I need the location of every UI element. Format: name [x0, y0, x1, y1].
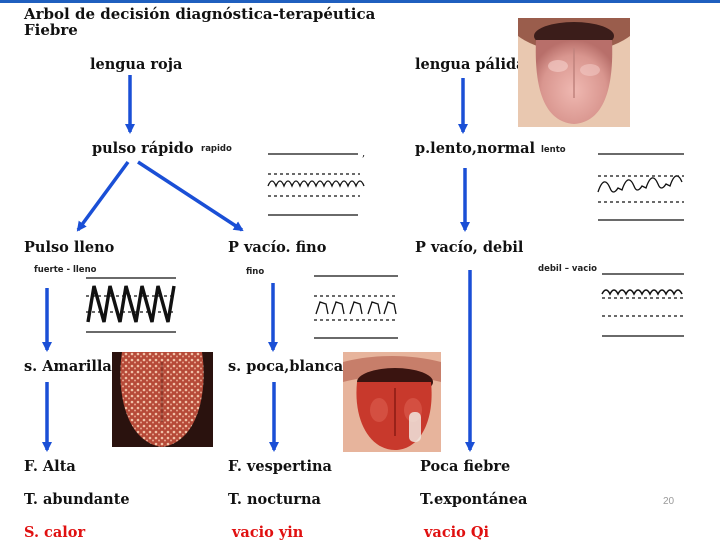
node-s-poca-blanca: s. poca,blanca [228, 358, 344, 375]
pulse-trace-rapido: , [267, 148, 365, 216]
node-p-lento-normal: p.lento,normal [415, 140, 535, 157]
node-t-nocturna: T. nocturna [228, 491, 321, 508]
node-t-expontanea: T.expontánea [420, 491, 528, 508]
yellow-coated-tongue-photo [112, 352, 213, 447]
node-pulso-lleno: Pulso lleno [24, 239, 115, 256]
pale-tongue-photo [518, 18, 630, 127]
node-lengua-palida: lengua pálida [415, 56, 526, 73]
pulse-label-lento: lento [541, 145, 566, 155]
pulse-label-fino: fino [246, 267, 265, 277]
pulse-label-rapido: rapido [201, 144, 232, 154]
node-t-abundante: T. abundante [24, 491, 130, 508]
arrow-pulso-rapido-to-pulso-lleno [76, 160, 130, 232]
node-s-amarilla: s. Amarilla [24, 358, 112, 375]
node-f-vespertina: F. vespertina [228, 458, 332, 475]
arrow-pulso-rapido-to-p-vacio-fino [137, 160, 244, 232]
pulse-trace-fino [314, 275, 398, 339]
diagram-subtitle: Fiebre [24, 21, 78, 39]
pulse-trace-debil-vacio [601, 273, 684, 337]
pulse-trace-lento [597, 153, 684, 221]
node-lengua-roja: lengua roja [90, 56, 183, 73]
node-s-calor: S. calor [24, 524, 86, 541]
top-accent-bar [0, 0, 720, 3]
node-poca-fiebre: Poca fiebre [420, 458, 511, 475]
node-vacio-qi: vacio Qi [424, 524, 490, 541]
diagram-title: Arbol de decisión diagnóstica-terapéutic… [24, 5, 376, 23]
pulse-label-fuerte-lleno: fuerte - lleno [34, 265, 97, 275]
red-tongue-photo [343, 352, 441, 452]
node-pulso-rapido: pulso rápido [92, 140, 194, 157]
pulse-label-debil-vacio: debil – vacio [538, 264, 597, 274]
node-p-vacio-fino: P vacío. fino [228, 239, 327, 256]
page-number: 20 [663, 496, 675, 507]
node-p-vacio-debil: P vacío, debil [415, 239, 524, 256]
node-f-alta: F. Alta [24, 458, 76, 475]
node-vacio-yin: vacio yin [232, 524, 304, 541]
pulse-trace-fuerte-lleno [86, 277, 176, 333]
svg-text:,: , [362, 148, 365, 159]
